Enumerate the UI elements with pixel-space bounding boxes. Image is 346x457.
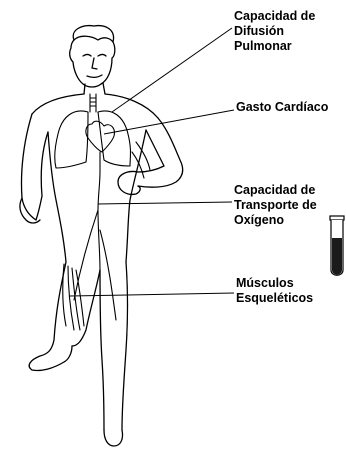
pointer-diffusion [112, 28, 232, 112]
label-line: Capacidad de [234, 183, 317, 198]
right-hand [118, 171, 140, 194]
label-cardiac-output: Gasto Cardíaco [236, 100, 328, 115]
pointer-transport [98, 202, 232, 204]
left-arm [21, 114, 48, 220]
label-line: Músculos [236, 276, 313, 291]
label-line: Esqueléticos [236, 291, 313, 306]
arm-muscle [132, 142, 150, 178]
tube-cap [330, 216, 344, 220]
nose [92, 58, 97, 69]
hair [74, 36, 113, 42]
leg-artery [74, 210, 116, 320]
left-lung [55, 111, 88, 168]
neck [84, 83, 105, 94]
right-leg-inner [100, 270, 104, 430]
label-skeletal-muscles: Músculos Esqueléticos [236, 276, 313, 306]
label-line: Pulmonar [234, 39, 315, 54]
label-line: Gasto Cardíaco [236, 100, 328, 115]
label-diffusion-capacity: Capacidad de Difusión Pulmonar [234, 9, 315, 54]
right-arm [138, 118, 183, 187]
skeletal-muscle-fibers [63, 264, 84, 330]
torso-right [126, 130, 146, 262]
label-line: Oxígeno [234, 213, 317, 228]
right-leg-outer [122, 262, 128, 430]
torso-left [48, 132, 66, 262]
left-eye [83, 55, 91, 57]
blood-test-tube-icon [330, 216, 344, 275]
right-eye [98, 55, 106, 57]
trachea [90, 94, 96, 112]
aorta [98, 152, 100, 270]
label-line: Difusión [234, 24, 315, 39]
left-leg-outer [29, 262, 72, 371]
right-lung [98, 111, 131, 166]
label-line: Capacidad de [234, 9, 315, 24]
label-line: Transporte de [234, 198, 317, 213]
tube-blood [332, 238, 342, 275]
foot [104, 430, 123, 446]
label-oxygen-transport: Capacidad de Transporte de Oxígeno [234, 183, 317, 228]
mouth [87, 75, 102, 77]
